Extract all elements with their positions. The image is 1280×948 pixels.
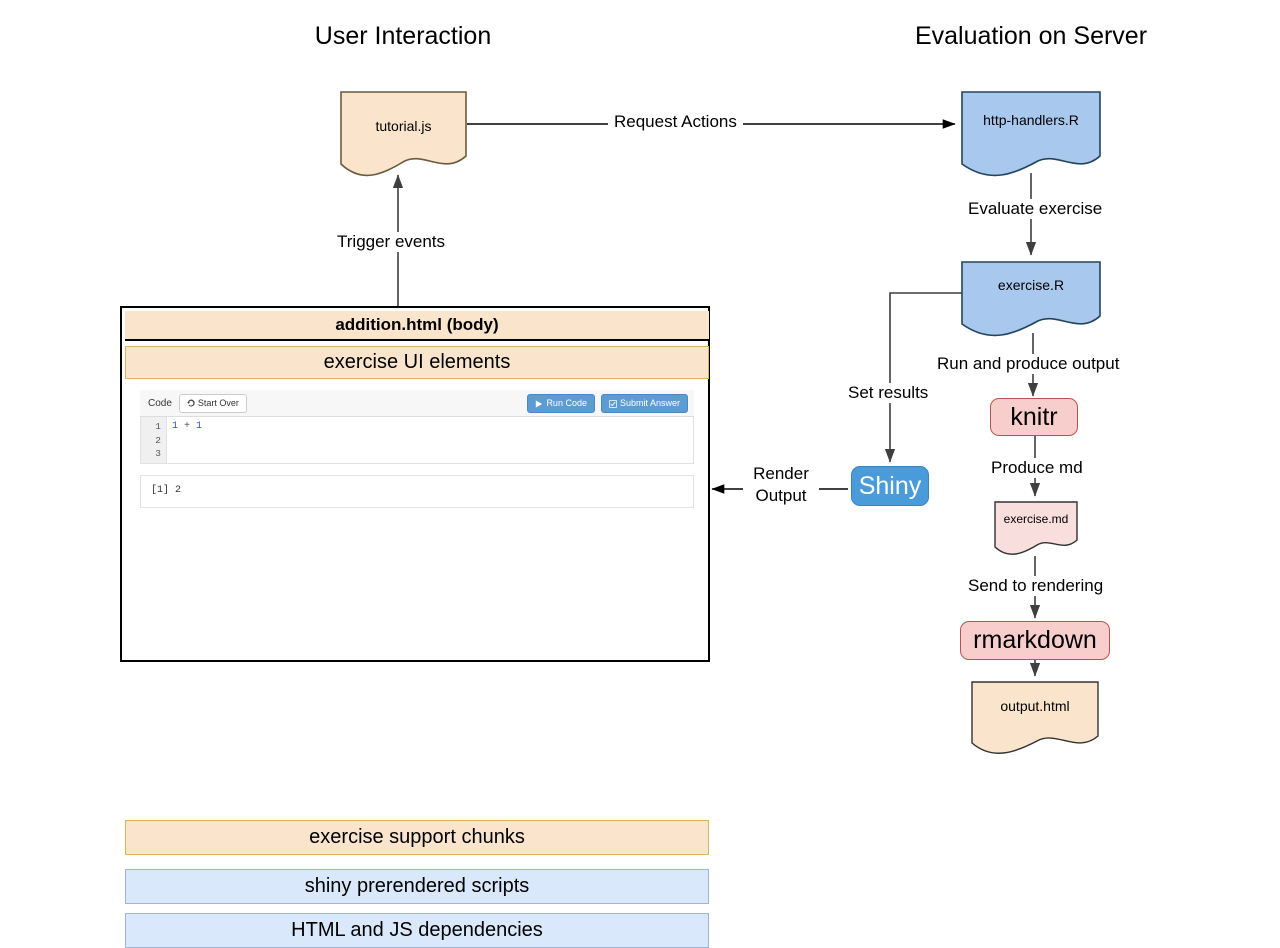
section-title-user-interaction: User Interaction <box>314 22 492 50</box>
run-code-button-label: Run Code <box>546 398 587 408</box>
start-over-button-label: Start Over <box>197 397 239 408</box>
diagram-root: User Interaction Evaluation on Server tu… <box>120 22 1148 948</box>
node-output-html-shape <box>971 681 1099 754</box>
exercise-widget[interactable]: Code Start Over Run Code <box>140 390 694 508</box>
node-http-handlers-shape <box>961 91 1101 177</box>
editor-gutter: 1 2 3 <box>141 417 167 463</box>
node-label-output-html: output.html <box>1000 698 1070 714</box>
node-shiny[interactable]: Shiny <box>851 466 929 506</box>
code-editor[interactable]: 1 2 3 1 + 1 <box>140 417 694 464</box>
run-code-button[interactable]: Run Code <box>527 394 595 413</box>
edge-label-send-to-rendering: Send to rendering <box>963 576 1109 596</box>
section-title-evaluation-on-server: Evaluation on Server <box>914 22 1148 50</box>
edge-label-trigger-events: Trigger events <box>332 232 451 252</box>
edge-label-run-and-produce-output: Run and produce output <box>932 354 1125 374</box>
band-exercise-ui-elements: exercise UI elements <box>125 346 709 379</box>
band-exercise-support-chunks: exercise support chunks <box>125 820 709 855</box>
edge-label-produce-md: Produce md <box>986 458 1088 478</box>
code-output: [1] 2 <box>140 475 694 508</box>
node-label-tutorial-js: tutorial.js <box>375 118 432 134</box>
addition-html-title: addition.html (body) <box>125 311 709 341</box>
edge-label-render-output-line2: Output <box>743 486 819 506</box>
line-number: 2 <box>155 434 161 446</box>
band-html-and-js-dependencies: HTML and JS dependencies <box>125 913 709 948</box>
play-icon <box>536 399 543 408</box>
edge-label-evaluate-exercise: Evaluate exercise <box>963 199 1108 219</box>
submit-answer-button-label: Submit Answer <box>619 398 680 408</box>
node-exercise-md-shape <box>994 501 1078 555</box>
exercise-toolbar: Code Start Over Run Code <box>140 390 694 417</box>
code-content[interactable]: 1 + 1 <box>172 420 202 434</box>
band-shiny-prerendered-scripts: shiny prerendered scripts <box>125 869 709 904</box>
code-token-number: 1 <box>196 421 203 432</box>
code-token-operator: + <box>178 421 197 432</box>
edge-set-results <box>884 292 962 463</box>
edge-label-render-output-line1: Render <box>743 464 819 484</box>
exercise-toolbar-label: Code <box>148 397 172 409</box>
exercise-action-buttons: Run Code Submit Answer <box>527 394 688 413</box>
node-label-exercise-md: exercise.md <box>1003 512 1069 526</box>
line-number: 3 <box>155 448 161 459</box>
node-exercise-r-shape <box>961 261 1101 337</box>
line-number: 1 <box>155 421 161 432</box>
submit-answer-button[interactable]: Submit Answer <box>600 394 688 413</box>
node-rmarkdown[interactable]: rmarkdown <box>960 621 1110 660</box>
node-label-exercise-r: exercise.R <box>997 277 1065 293</box>
node-label-http-handlers: http-handlers.R <box>983 112 1079 128</box>
edge-label-set-results: Set results <box>843 383 934 403</box>
code-token-number: 1 <box>172 421 179 432</box>
refresh-icon <box>186 399 195 407</box>
node-label-shiny: Shiny <box>858 471 922 500</box>
node-label-rmarkdown: rmarkdown <box>973 626 1097 654</box>
node-knitr[interactable]: knitr <box>990 398 1078 436</box>
node-label-knitr: knitr <box>1010 402 1058 431</box>
start-over-button[interactable]: Start Over <box>178 393 247 413</box>
addition-html-panel: addition.html (body) exercise UI element… <box>120 306 710 948</box>
node-tutorial-js-shape <box>340 91 467 177</box>
edge-label-request-actions: Request Actions <box>608 112 743 132</box>
check-square-icon <box>609 399 617 408</box>
